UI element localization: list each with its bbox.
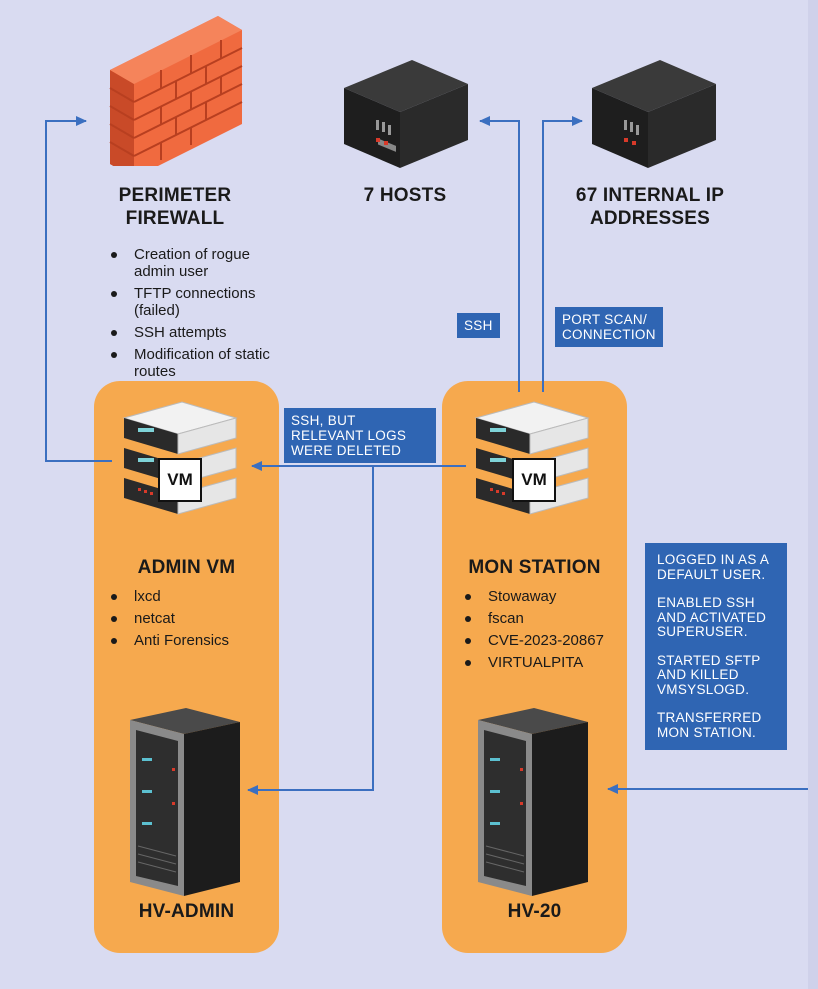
mon-station-vm-badge: VM (512, 458, 556, 502)
list-item: lxcd (108, 588, 273, 605)
mon-station-server-icon (474, 401, 590, 515)
hv-20-rack-icon (478, 708, 588, 896)
admin-vm-server-icon (122, 401, 238, 515)
internal-ips-title: 67 INTERNAL IP ADDRESSES (575, 185, 725, 229)
note-line: STARTED SFTP AND KILLED VMSYSLOGD. (657, 652, 761, 697)
hv-admin-title: HV-ADMIN (138, 901, 235, 922)
list-item: Modification of static routes (108, 346, 278, 380)
edge-to-hv-admin (247, 466, 374, 795)
hosts-title: 7 HOSTS (363, 185, 447, 206)
list-item: CVE-2023-20867 (462, 632, 622, 649)
right-edge-strip (808, 0, 818, 989)
list-item: Anti Forensics (108, 632, 273, 649)
hv-admin-rack-icon (130, 708, 240, 896)
list-item: SSH attempts (108, 324, 278, 341)
admin-vm-badge: VM (158, 458, 202, 502)
attack-notes-box: LOGGED IN AS A DEFAULT USER. ENABLED SSH… (645, 543, 787, 750)
mon-station-title: MON STATION (468, 557, 601, 578)
list-item: Stowaway (462, 588, 622, 605)
hv-20-title: HV-20 (507, 901, 562, 922)
admin-vm-bullets: lxcd netcat Anti Forensics (108, 588, 273, 654)
mon-station-bullets: Stowaway fscan CVE-2023-20867 VIRTUALPIT… (462, 588, 622, 676)
admin-vm-title: ADMIN VM (137, 557, 236, 578)
list-item: VIRTUALPITA (462, 654, 622, 671)
edge-mon-to-hosts (479, 116, 520, 392)
firewall-title: PERIMETER FIREWALL (118, 185, 232, 229)
edge-admin-to-firewall (45, 116, 112, 462)
firewall-brick-icon (109, 16, 243, 166)
server-internal-ips-icon (592, 60, 716, 168)
list-item: netcat (108, 610, 273, 627)
note-line: ENABLED SSH AND ACTIVATED SUPERUSER. (657, 595, 767, 639)
server-hosts-icon (344, 60, 468, 168)
list-item: fscan (462, 610, 622, 627)
list-item: TFTP connections (failed) (108, 285, 278, 319)
edge-label-port-scan: PORT SCAN/ CONNECTION (555, 307, 663, 347)
note-line: LOGGED IN AS A DEFAULT USER. (657, 552, 769, 582)
firewall-bullets: Creation of rogue admin user TFTP connec… (108, 246, 278, 385)
edge-label-ssh-deleted: SSH, BUT RELEVANT LOGS WERE DELETED (284, 408, 436, 463)
edge-label-ssh: SSH (457, 313, 500, 338)
edge-mon-to-ips (542, 116, 583, 392)
note-line: TRANSFERRED MON STATION. (657, 710, 762, 740)
list-item: Creation of rogue admin user (108, 246, 278, 280)
